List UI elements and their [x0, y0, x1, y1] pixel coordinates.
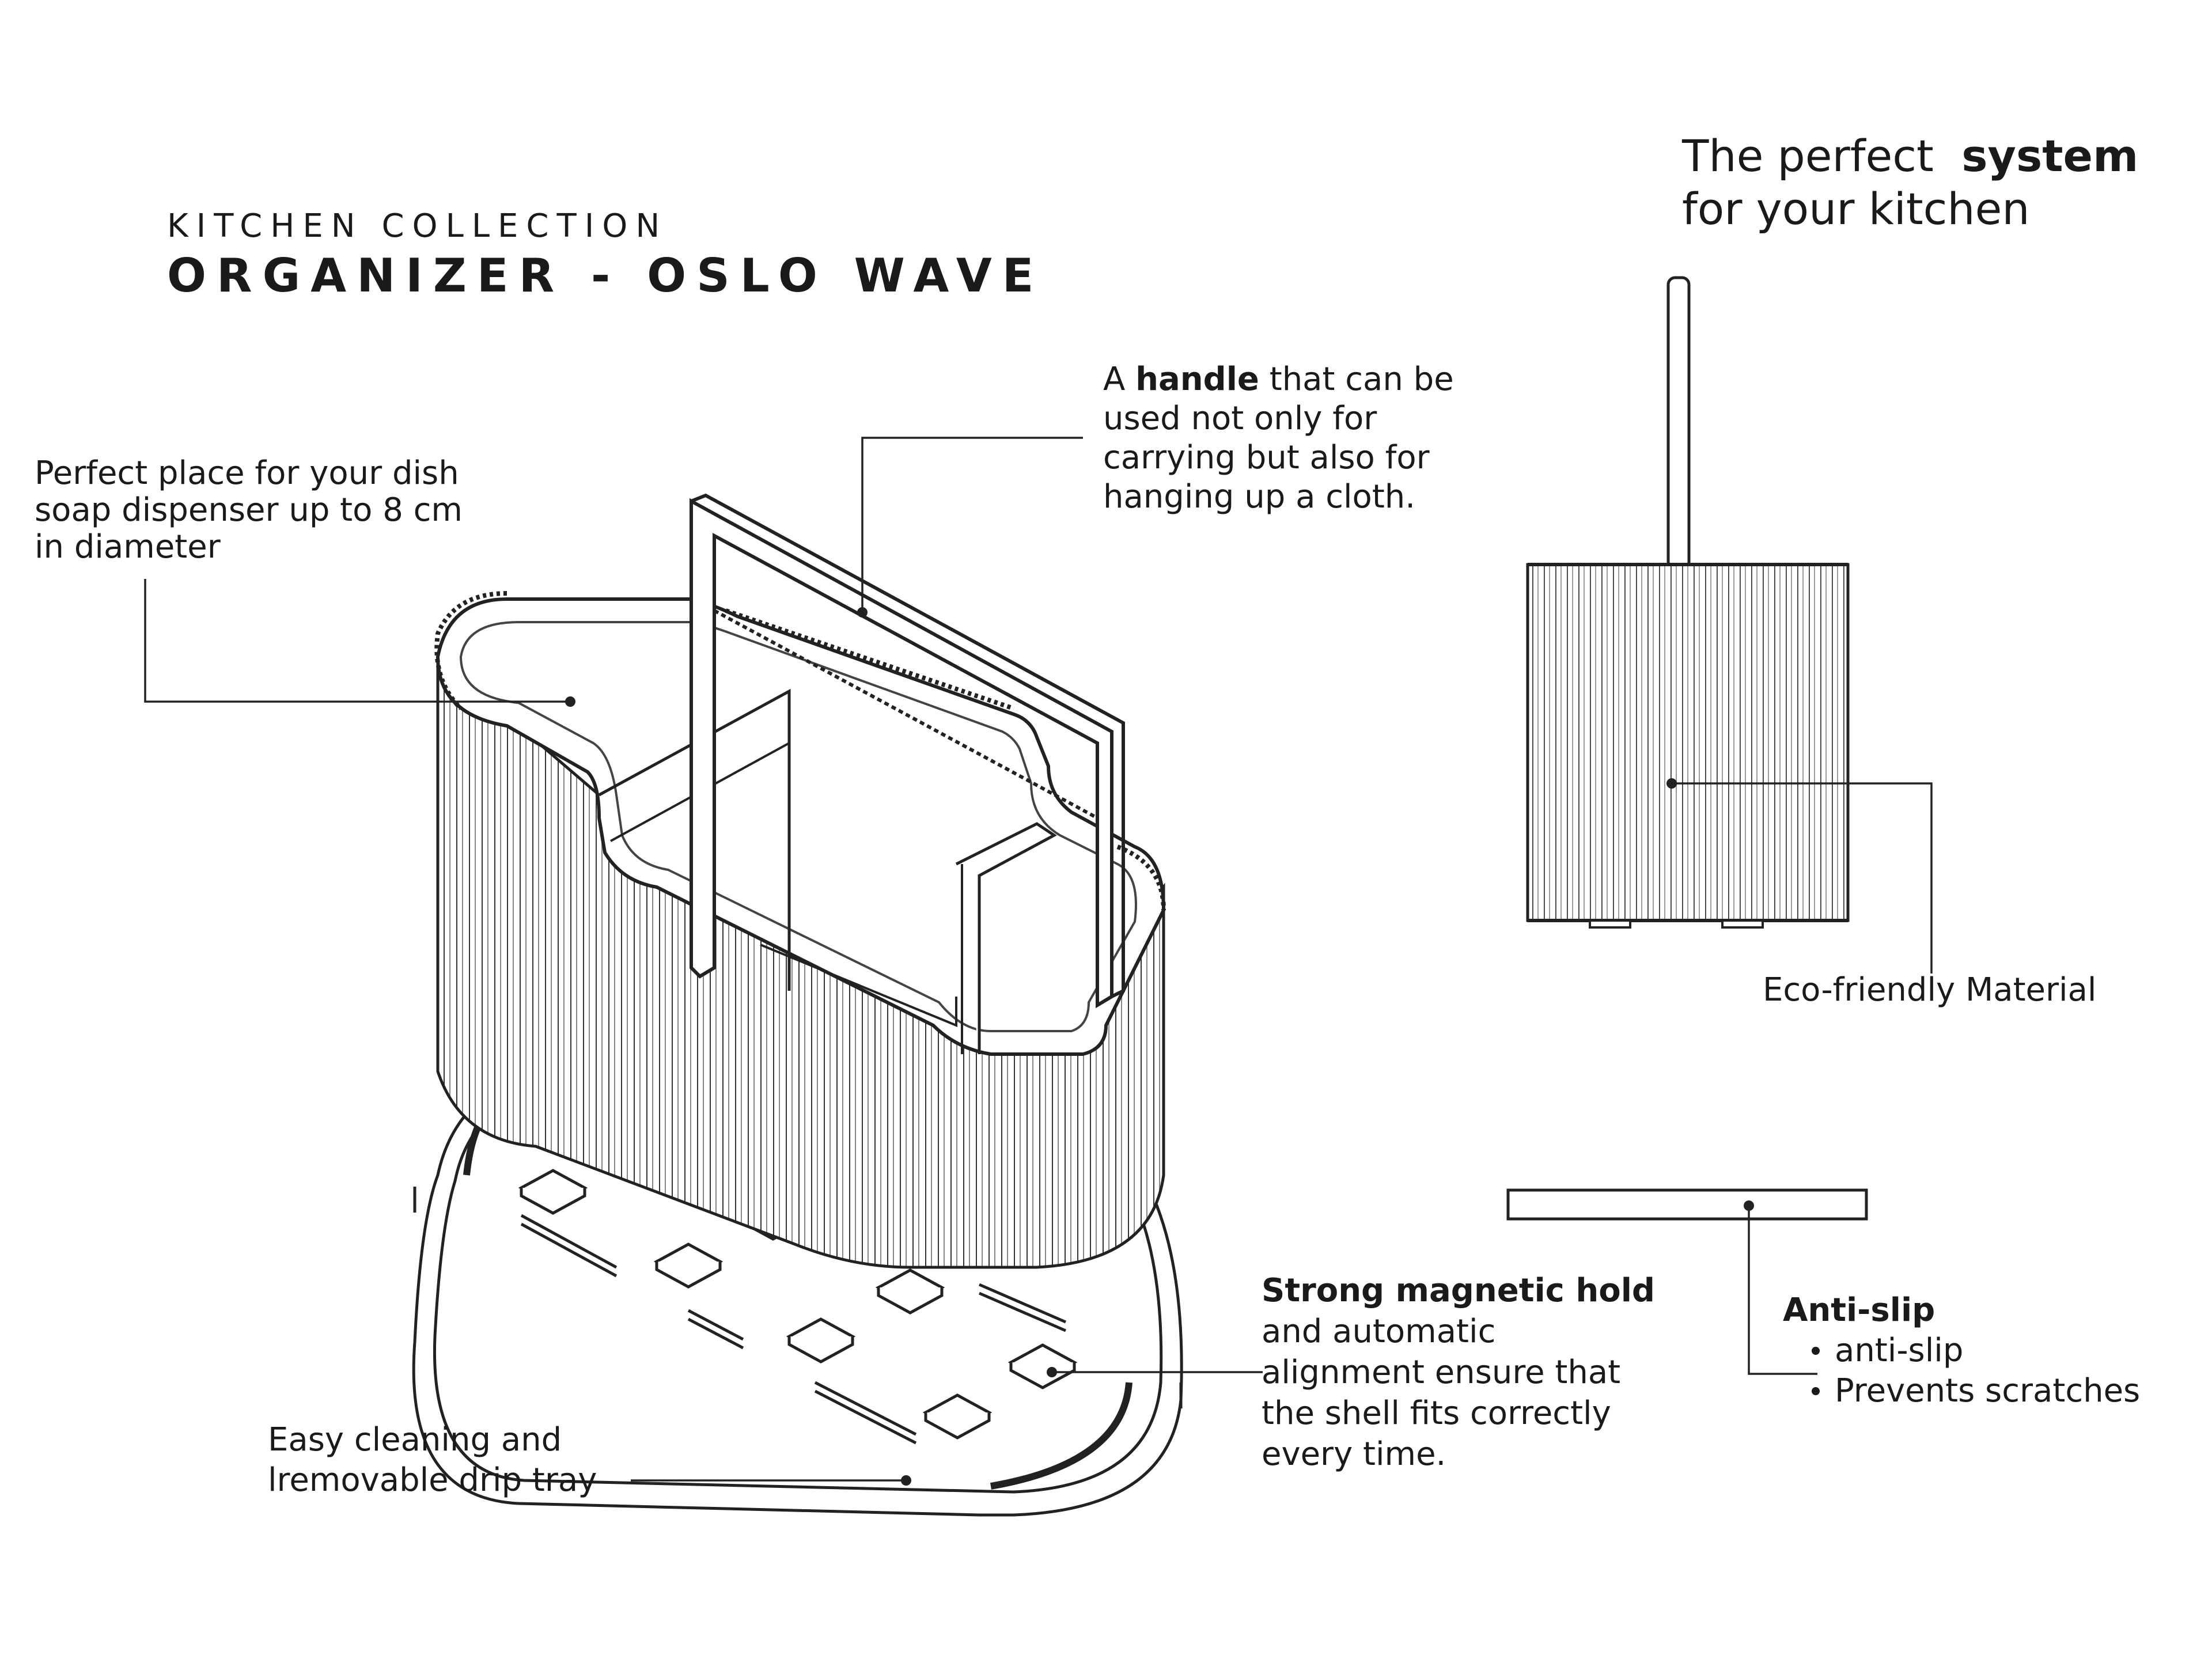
- handle-emphasis: handle: [1135, 361, 1259, 398]
- anti-slip-title: Anti-slip: [1783, 1290, 2140, 1331]
- drip-tray-callout: Easy cleaning and lremovable drip tray: [268, 1420, 597, 1501]
- tagline-emphasis: system: [1961, 130, 2139, 181]
- magnetic-line-4: the shell fits correctly: [1262, 1395, 1611, 1432]
- leader-lines: [144, 437, 1933, 1482]
- tagline-prefix: The perfect: [1682, 130, 1934, 181]
- page-title: ORGANIZER - OSLO WAVE: [167, 249, 1044, 302]
- magnetic-line-2: and automatic: [1262, 1313, 1496, 1350]
- collection-eyebrow: KITCHEN COLLECTION: [167, 207, 668, 245]
- material-callout: Eco-friendly Material: [1763, 971, 2097, 1009]
- tray-ribs: [520, 1214, 1066, 1445]
- soap-line-3: in diameter: [35, 528, 221, 566]
- soap-dispenser-callout: Perfect place for your dish soap dispens…: [35, 455, 463, 566]
- handle-prefix: A: [1103, 361, 1126, 398]
- anti-slip-pad: [1506, 1188, 1868, 1221]
- handle-callout: A handle that can be used not only for c…: [1103, 360, 1454, 517]
- anti-slip-callout: Anti-slip anti-slip Prevents scratches: [1783, 1290, 2140, 1411]
- tagline-line-1: The perfect system: [1682, 130, 2138, 183]
- anti-slip-list: anti-slip Prevents scratches: [1783, 1331, 2140, 1411]
- tagline-line-2: for your kitchen: [1682, 183, 2030, 234]
- soap-line-1: Perfect place for your dish: [35, 454, 459, 492]
- handle: [690, 493, 1125, 1009]
- handle-line-1-rest: that can be: [1269, 361, 1454, 398]
- handle-line-4: hanging up a cloth.: [1103, 478, 1416, 516]
- side-view-cylinder: [1526, 276, 1850, 929]
- handle-line-2: used not only for: [1103, 400, 1377, 437]
- drip-line-2: lremovable drip tray: [268, 1461, 597, 1499]
- drip-line-1: Easy cleaning and: [268, 1421, 562, 1459]
- anti-slip-bullet-2: Prevents scratches: [1783, 1371, 2140, 1411]
- magnetic-line-5: every time.: [1262, 1435, 1446, 1473]
- magnetic-emphasis: Strong magnetic hold: [1262, 1270, 1655, 1311]
- magnetic-emphasis-text: Strong magnetic hold: [1262, 1272, 1655, 1309]
- soap-line-2: soap dispenser up to 8 cm: [35, 491, 463, 529]
- tagline: The perfect system for your kitchen: [1682, 130, 2138, 236]
- leader-dots: [565, 607, 1754, 1486]
- organizer-body: [434, 591, 1166, 1269]
- anti-slip-title-text: Anti-slip: [1783, 1291, 1936, 1329]
- anti-slip-bullet-1: anti-slip: [1783, 1331, 2140, 1371]
- magnetic-line-3: alignment ensure that: [1262, 1354, 1621, 1391]
- handle-line-3: carrying but also for: [1103, 439, 1430, 476]
- handle-line-1: A handle that can be: [1103, 360, 1454, 399]
- magnetic-hold-callout: Strong magnetic hold and automatic align…: [1262, 1270, 1655, 1475]
